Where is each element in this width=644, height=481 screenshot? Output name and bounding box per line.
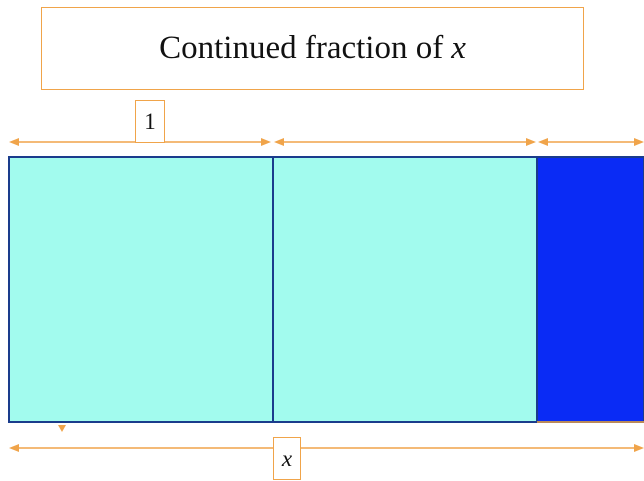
marker-triangle [58, 425, 66, 432]
top-arrow-3 [538, 138, 644, 146]
width-label: x [273, 437, 301, 480]
unit-label: 1 [135, 100, 165, 143]
top-arrow-2 [274, 138, 536, 146]
title-box: Continued fraction of x [41, 7, 584, 90]
title-variable: x [451, 30, 466, 66]
remainder-rectangle [536, 156, 644, 423]
square-1 [8, 156, 274, 423]
square-2 [272, 156, 538, 423]
bottom-arrow-x [9, 444, 644, 452]
title-text: Continued fraction of [159, 30, 444, 66]
